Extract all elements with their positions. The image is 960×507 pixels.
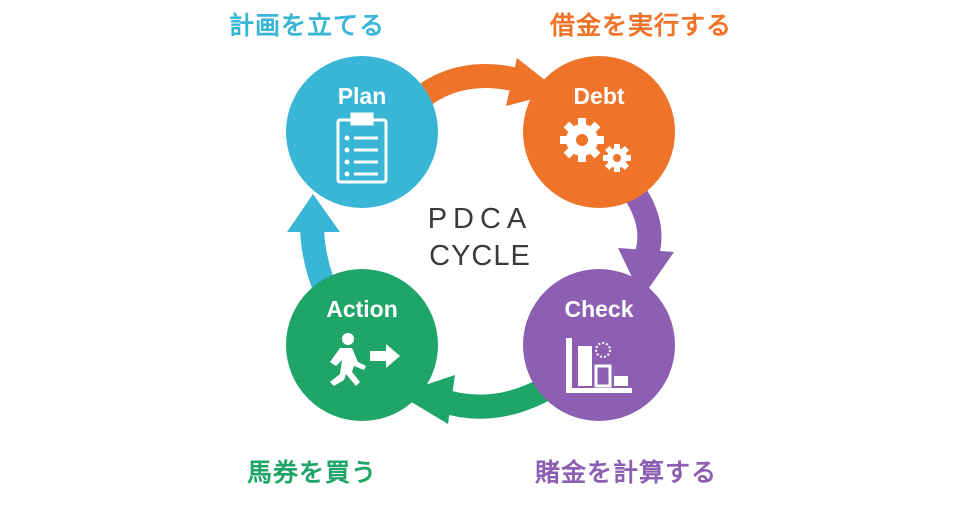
runner-exit-icon bbox=[330, 333, 400, 386]
act-circle bbox=[286, 269, 438, 421]
do-circle bbox=[523, 56, 675, 208]
plan-circle bbox=[286, 56, 438, 208]
plan-caption: 計画を立てる bbox=[229, 11, 386, 40]
chart-icon bbox=[566, 338, 632, 393]
plan-label: Plan bbox=[338, 83, 387, 109]
arrow-do-to-check bbox=[618, 188, 674, 298]
center-title-line1: PDCA bbox=[428, 203, 533, 235]
do-label: Debt bbox=[573, 83, 624, 109]
act-label: Action bbox=[326, 296, 398, 322]
check-label: Check bbox=[564, 296, 633, 322]
center-title-line2: CYCLE bbox=[429, 240, 531, 272]
check-caption: 賭金を計算する bbox=[535, 458, 718, 487]
do-caption: 借金を実行する bbox=[550, 11, 733, 40]
clipboard-icon bbox=[336, 112, 388, 184]
act-caption: 馬券を買う bbox=[247, 458, 378, 487]
gears-icon bbox=[560, 118, 631, 172]
